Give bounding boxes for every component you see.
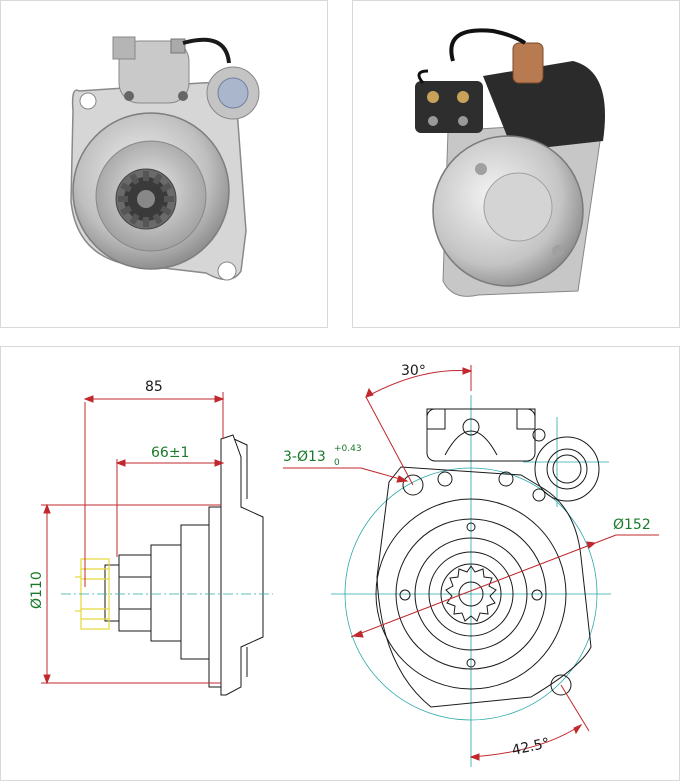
dim-mount-holes-tol-plus: +0.43 <box>334 444 362 454</box>
starter-rear-photo <box>352 0 680 328</box>
dim-angle-top: 30° <box>401 363 426 379</box>
dim-bolt-circle: Ø152 <box>613 517 651 533</box>
front-view <box>375 408 600 708</box>
dim-length-overall: 85 <box>145 379 163 395</box>
starter-front-illustration <box>70 36 260 281</box>
technical-drawing: 85 66±1 Ø110 <box>0 346 680 781</box>
dim-mount-holes: 3-Ø13 <box>283 449 326 465</box>
side-view <box>104 434 264 696</box>
dim-angle-bottom: 42.5° <box>511 735 552 759</box>
starter-front-photo <box>0 0 328 328</box>
front-view-centerlines <box>331 395 611 767</box>
dim-flange-diameter: Ø110 <box>29 571 45 609</box>
dim-flange-to-pinion: 66±1 <box>151 445 189 461</box>
starter-rear-illustration <box>415 28 605 297</box>
dim-mount-holes-tol-minus: 0 <box>334 458 340 468</box>
dimension-drawing: 85 66±1 Ø110 <box>29 363 659 767</box>
